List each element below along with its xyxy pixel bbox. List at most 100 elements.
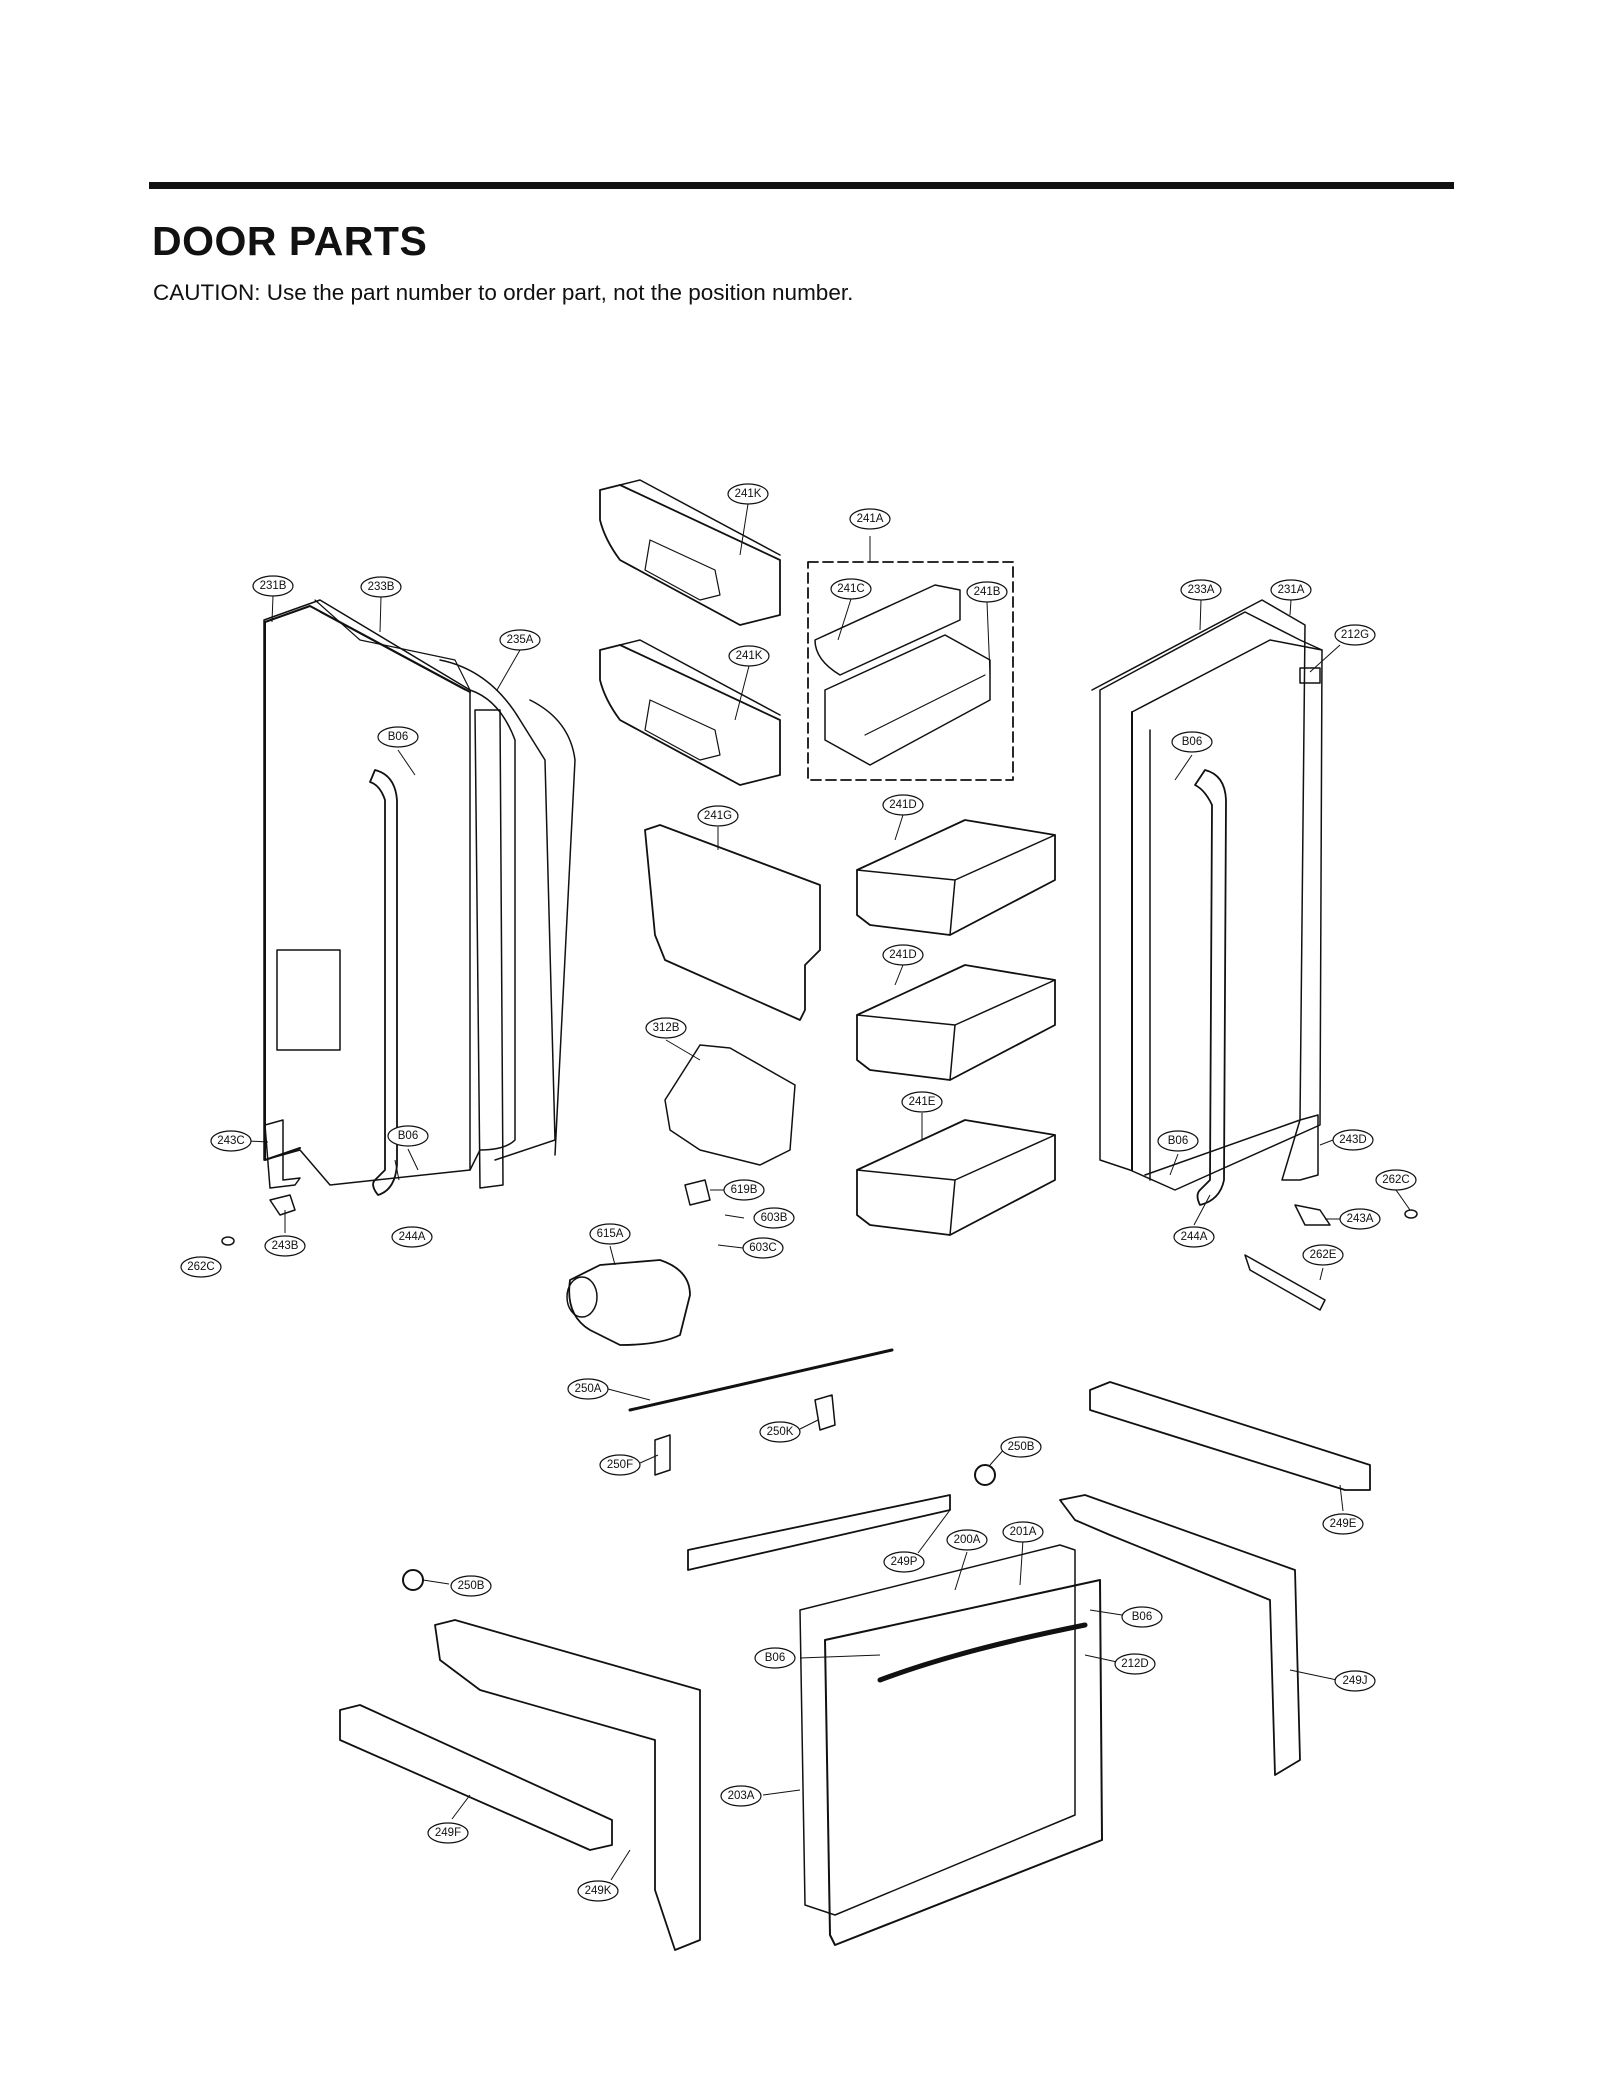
callout-label: 231B bbox=[260, 580, 287, 592]
callout-201a bbox=[1002, 1521, 1044, 1543]
callout-233a bbox=[1180, 579, 1222, 601]
callout-label: 241C bbox=[837, 583, 865, 595]
clip-250k bbox=[814, 1394, 836, 1431]
callout-603b bbox=[753, 1207, 795, 1229]
callout-241g bbox=[697, 805, 739, 827]
callout-249k bbox=[577, 1880, 619, 1902]
callout-241k-top bbox=[727, 483, 769, 505]
rail-249f bbox=[339, 1704, 613, 1851]
callout-labels: 241K 241A 241C 241B 241K 231B 233B 235A … bbox=[187, 488, 1410, 1897]
callout-label: 250K bbox=[767, 1426, 794, 1438]
callout-b06-left-top bbox=[377, 726, 419, 748]
callout-241e bbox=[901, 1091, 943, 1113]
callout-label: B06 bbox=[398, 1130, 418, 1142]
center-door-bins bbox=[856, 819, 1056, 1236]
callout-249j bbox=[1334, 1670, 1376, 1692]
clip-250f bbox=[654, 1434, 671, 1476]
callout-label: 250F bbox=[607, 1459, 633, 1471]
callout-241c bbox=[830, 578, 872, 600]
callout-label: 235A bbox=[507, 634, 534, 646]
callout-249f bbox=[427, 1822, 469, 1844]
callout-262e bbox=[1302, 1244, 1344, 1266]
rod-250a bbox=[628, 1348, 894, 1412]
hinge-243d bbox=[1281, 1114, 1319, 1181]
callout-233b bbox=[360, 576, 402, 598]
callout-b06-right-bottom bbox=[1157, 1130, 1199, 1152]
callout-label: 250B bbox=[1008, 1441, 1035, 1453]
callout-241d-middle bbox=[882, 944, 924, 966]
guide-312b bbox=[664, 1044, 796, 1166]
callout-243d bbox=[1332, 1129, 1374, 1151]
washer-262c-right bbox=[1404, 1209, 1418, 1219]
callout-label: 233A bbox=[1188, 584, 1215, 596]
callout-label: B06 bbox=[1182, 736, 1202, 748]
gear-250b-right bbox=[974, 1464, 996, 1486]
callout-label: 241K bbox=[736, 650, 763, 662]
callout-615a bbox=[589, 1223, 631, 1245]
callout-b06-drawer-left bbox=[754, 1647, 796, 1669]
callout-312b bbox=[645, 1017, 687, 1039]
callout-label: 262E bbox=[1310, 1249, 1337, 1261]
callout-b06-drawer-right bbox=[1121, 1606, 1163, 1628]
callout-231a bbox=[1270, 579, 1312, 601]
callout-262c-left bbox=[180, 1256, 222, 1278]
callout-249p bbox=[883, 1551, 925, 1573]
callout-231b bbox=[252, 575, 294, 597]
callout-label: B06 bbox=[1168, 1135, 1188, 1147]
callout-b06-left-bottom bbox=[387, 1125, 429, 1147]
callout-label: 231A bbox=[1278, 584, 1305, 596]
upper-door-bins bbox=[599, 479, 781, 786]
motor-615a bbox=[566, 1259, 691, 1346]
callout-label: 603C bbox=[749, 1242, 777, 1254]
callout-label: 615A bbox=[597, 1228, 624, 1240]
callout-212d bbox=[1114, 1653, 1156, 1675]
callout-241k-bottom bbox=[728, 645, 770, 667]
callout-235a bbox=[499, 629, 541, 651]
callout-250k bbox=[759, 1421, 801, 1443]
callout-label: 243D bbox=[1339, 1134, 1367, 1146]
callout-label: B06 bbox=[1132, 1611, 1152, 1623]
drawer-door bbox=[799, 1544, 1103, 1946]
callout-label: 619B bbox=[731, 1184, 758, 1196]
callout-241a bbox=[849, 508, 891, 530]
callout-label: 249E bbox=[1330, 1518, 1357, 1530]
callout-label: 241B bbox=[974, 586, 1001, 598]
callout-249e bbox=[1322, 1513, 1364, 1535]
caution-note: CAUTION: Use the part number to order pa… bbox=[153, 280, 854, 305]
callout-label: 262C bbox=[1382, 1174, 1410, 1186]
bracket-249k bbox=[434, 1619, 701, 1951]
slide-rail-249e bbox=[1089, 1381, 1371, 1491]
callout-200a bbox=[946, 1529, 988, 1551]
callout-label: 244A bbox=[1181, 1231, 1208, 1243]
washer-262c-left bbox=[221, 1236, 235, 1246]
callout-label: 243B bbox=[272, 1240, 299, 1252]
callout-262c-right bbox=[1375, 1169, 1417, 1191]
bin-group-frame bbox=[807, 561, 1014, 781]
page-title: DOOR PARTS bbox=[152, 218, 428, 264]
gear-250b-left bbox=[402, 1569, 424, 1591]
callout-label: 203A bbox=[728, 1790, 755, 1802]
ice-chute-cover bbox=[644, 824, 821, 1021]
callout-label: 243C bbox=[217, 1135, 245, 1147]
hinge-243c bbox=[264, 1119, 301, 1189]
callout-212g bbox=[1334, 624, 1376, 646]
callout-603c bbox=[742, 1237, 784, 1259]
callout-label: 241G bbox=[704, 810, 732, 822]
callout-label: 212G bbox=[1341, 629, 1369, 641]
wrench-262e bbox=[1244, 1254, 1326, 1311]
callout-bubbles bbox=[180, 483, 1417, 1902]
left-door-assembly bbox=[263, 599, 576, 1196]
callout-203a bbox=[720, 1785, 762, 1807]
callout-241d-top bbox=[882, 794, 924, 816]
callout-b06-right-top bbox=[1171, 731, 1213, 753]
hinge-243a bbox=[1294, 1204, 1331, 1226]
callout-label: 250A bbox=[575, 1383, 602, 1395]
callout-243c bbox=[210, 1130, 252, 1152]
callout-250f bbox=[599, 1454, 641, 1476]
callout-label: 241K bbox=[735, 488, 762, 500]
bin-group-241a bbox=[814, 584, 991, 766]
callout-label: 241D bbox=[889, 949, 917, 961]
callout-label: 249F bbox=[435, 1827, 461, 1839]
callout-label: 243A bbox=[1347, 1213, 1374, 1225]
